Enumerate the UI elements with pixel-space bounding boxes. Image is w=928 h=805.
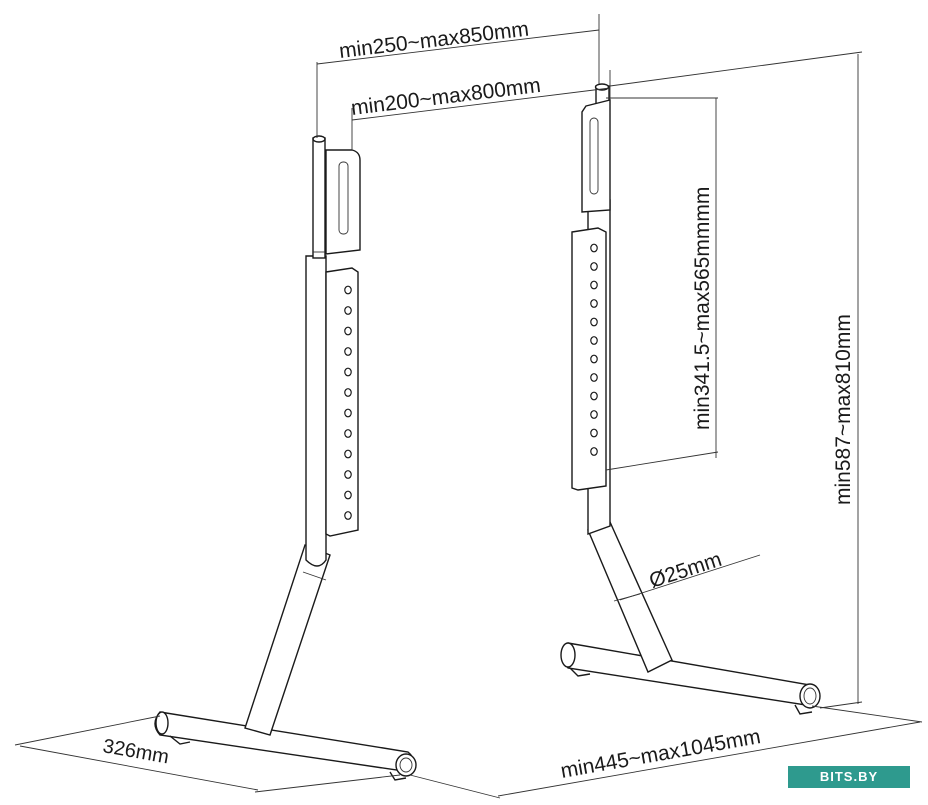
mounting-hole (344, 449, 352, 459)
mounting-hole (590, 336, 598, 345)
left-upright-post (305, 255, 327, 567)
mounting-hole (590, 243, 598, 253)
mounting-hole (344, 470, 352, 479)
mounting-hole (344, 285, 352, 295)
mounting-hole (590, 317, 598, 327)
mounting-hole (344, 408, 352, 418)
dim-bracket-height: min341.5~max565mmmm (691, 187, 714, 430)
mounting-hole (590, 354, 598, 364)
left-foot-tube (154, 711, 415, 773)
dim-tube-diameter: Ø25mm (646, 548, 724, 593)
dim-upright-spacing-inner: min200~max800mm (350, 74, 542, 120)
left-foot-end-cap (395, 753, 417, 777)
right-foot-end-cap (799, 683, 821, 709)
mounting-hole (590, 391, 598, 401)
mounting-hole (344, 490, 352, 500)
dim-foot-depth: 326mm (101, 735, 171, 768)
left-upper-bracket (325, 149, 361, 255)
dimension-lines (14, 14, 923, 799)
mounting-hole (590, 373, 598, 382)
mounting-hole (344, 347, 352, 356)
mounting-hole (344, 429, 352, 438)
mounting-hole (590, 262, 598, 271)
mounting-hole (590, 299, 598, 308)
left-plate-holes (344, 285, 352, 520)
right-foot-tube (562, 642, 817, 707)
left-hole-plate (325, 267, 359, 537)
right-hole-plate (571, 227, 607, 491)
right-plate-holes (590, 243, 598, 456)
watermark-logo: BITS.BY (788, 766, 910, 788)
mounting-hole (344, 306, 352, 315)
left-stand (154, 135, 417, 781)
mounting-hole (344, 367, 352, 377)
mounting-hole (344, 326, 352, 336)
mounting-hole (590, 280, 598, 290)
mounting-hole (590, 410, 598, 419)
left-angled-leg (244, 544, 331, 736)
left-inner-tube (312, 137, 326, 259)
mounting-hole (590, 428, 598, 438)
mounting-hole (590, 447, 598, 456)
right-upper-bracket (581, 99, 611, 213)
mounting-hole (344, 511, 352, 520)
dim-upright-spacing-outer: min250~max850mm (338, 18, 530, 63)
dim-total-height: min587~max810mm (832, 314, 855, 505)
dim-foot-span: min445~max1045mm (559, 725, 762, 783)
mounting-hole (344, 388, 352, 397)
